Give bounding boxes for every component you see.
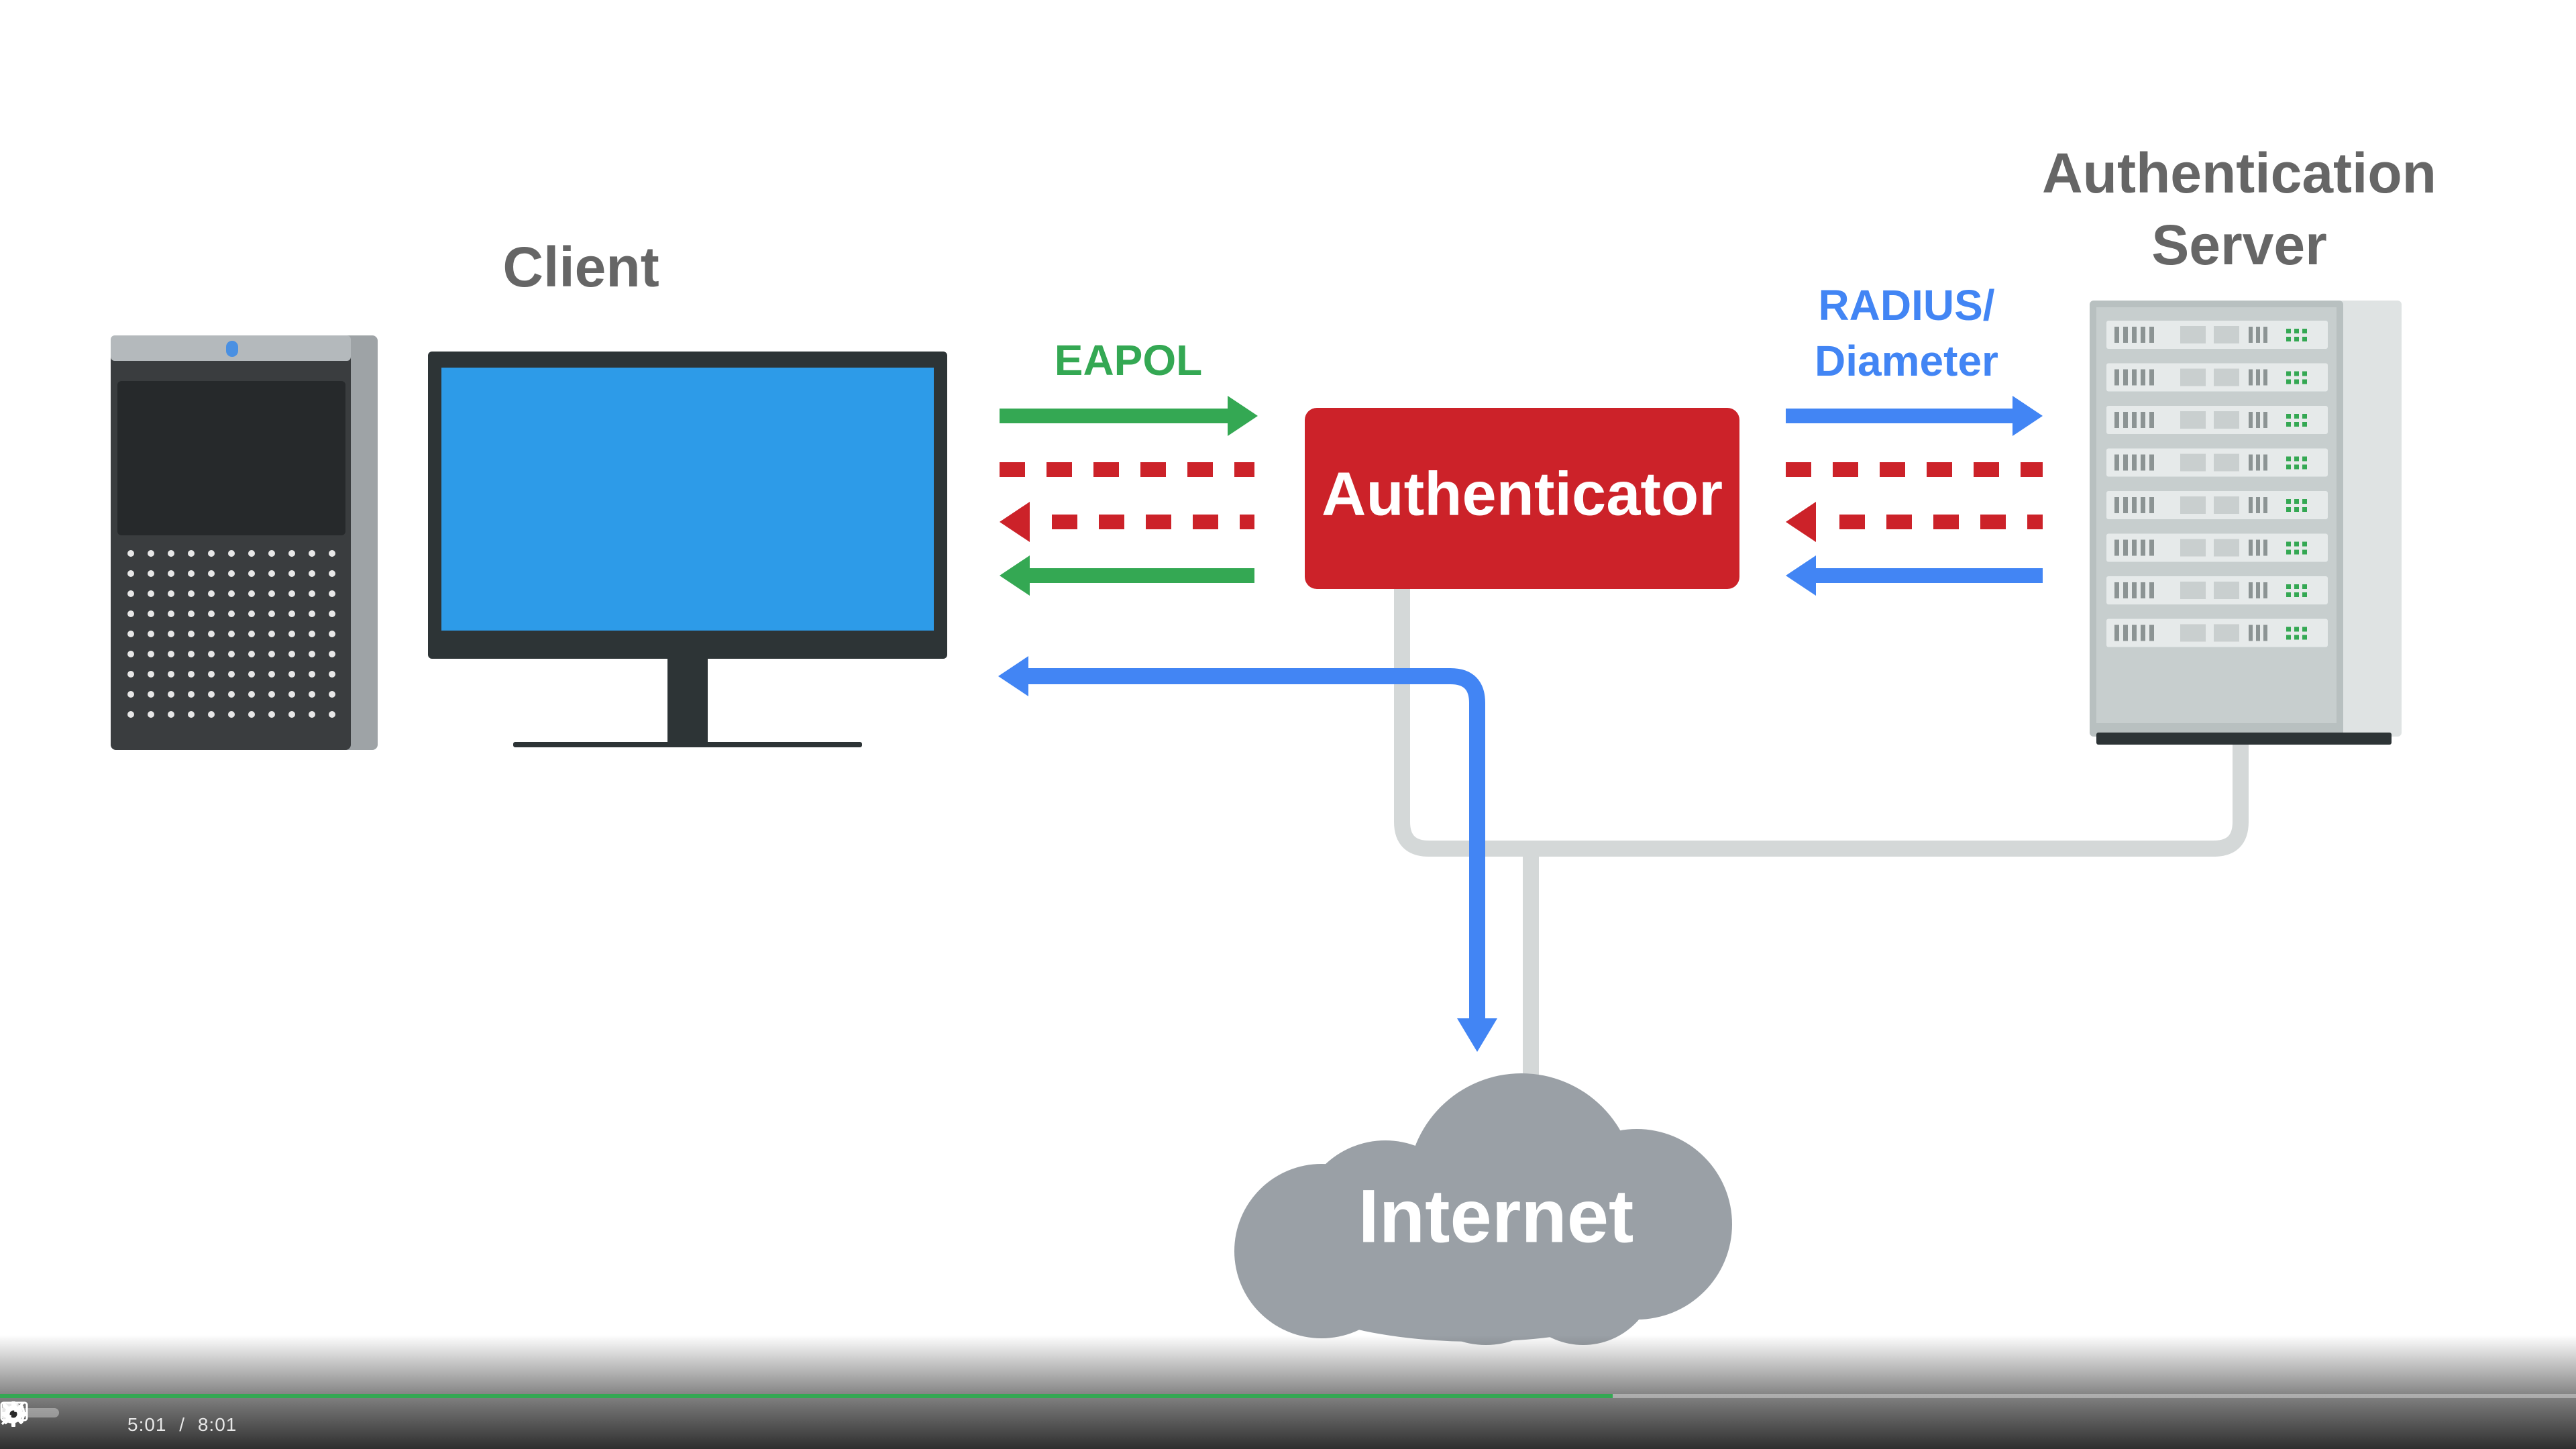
arrow-left-icon [1786, 502, 1816, 542]
autoplay-toggle[interactable] [1, 1401, 2408, 1449]
auth-server-label-line1: Authentication [2042, 142, 2436, 205]
radius-arrows [1786, 396, 2043, 596]
arrow-left-icon [998, 656, 1028, 696]
progress-bar-fill [0, 1394, 1613, 1398]
internet-label: Internet [1358, 1175, 1634, 1258]
auth-server-label-line2: Server [2151, 213, 2327, 276]
client-label: Client [502, 235, 659, 299]
exit-fullscreen-button[interactable] [1, 1401, 2563, 1449]
arrow-down-icon [1457, 1018, 1497, 1052]
network-wires [1394, 576, 2249, 1088]
eapol-label: EAPOL [1055, 336, 1202, 384]
current-time: 5:01 [127, 1414, 167, 1435]
authenticator-label: Authenticator [1322, 460, 1723, 528]
radius-label-line2: Diameter [1815, 337, 1998, 385]
rack-unit [2106, 363, 2328, 392]
rack-unit [2106, 576, 2328, 604]
radius-label-line1: RADIUS/ [1818, 281, 1994, 329]
volume-button[interactable] [1, 1401, 109, 1449]
internet-cloud-icon: Internet [1234, 1073, 1732, 1345]
rack-unit [2106, 448, 2328, 477]
smart-speaker-icon [111, 335, 378, 750]
authenticator-box: Authenticator [1305, 408, 1739, 589]
eapol-arrows [1000, 396, 1258, 596]
exit-fullscreen-icon [1, 1401, 25, 1426]
duration: 8:01 [197, 1414, 237, 1435]
player-overlay [0, 1335, 2576, 1449]
rack-unit [2106, 533, 2328, 562]
captions-button[interactable] [0, 1401, 2463, 1449]
time-display: 5:01 / 8:01 [127, 1414, 237, 1436]
arrow-right-icon [1228, 396, 1258, 436]
player-controls: 5:01 / 8:01 [0, 1401, 2576, 1449]
time-separator: / [179, 1414, 186, 1435]
settings-button[interactable] [1, 1401, 2514, 1449]
rack-unit [2106, 619, 2328, 647]
internet-path-arrow [998, 656, 1497, 1052]
arrow-left-icon [1000, 555, 1030, 596]
client-monitor-icon [428, 352, 947, 747]
arrow-left-icon [1000, 502, 1030, 542]
server-rack-icon [2090, 301, 2402, 745]
rack-unit [2106, 491, 2328, 519]
progress-bar[interactable] [0, 1394, 2576, 1398]
arrow-left-icon [1786, 555, 1816, 596]
rack-unit [2106, 406, 2328, 434]
arrow-right-icon [2012, 396, 2043, 436]
rack-unit [2106, 321, 2328, 349]
